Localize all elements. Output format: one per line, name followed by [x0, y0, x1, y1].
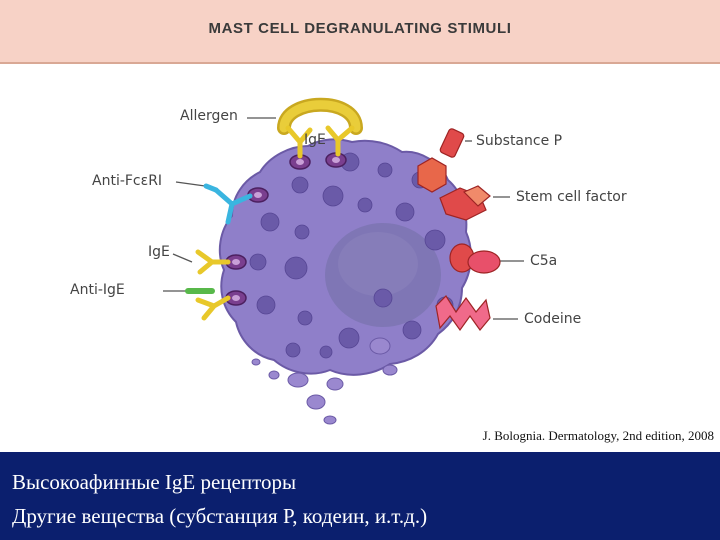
granule	[424, 229, 446, 251]
stem-cell-factor-ligand	[462, 185, 491, 207]
receptor-hole	[254, 192, 262, 198]
ige-antibody-3	[195, 249, 231, 275]
figure-header: MAST CELL DEGRANULATING STIMULI	[0, 0, 720, 64]
footer-caption: Высокоафинные IgE рецепторы Другие вещес…	[0, 452, 720, 540]
allergen-arch-highlight	[279, 100, 361, 133]
codeine-receptor	[435, 295, 491, 332]
granule	[319, 345, 333, 359]
ige-antibody-2	[325, 125, 355, 157]
receptor-hole	[232, 295, 240, 301]
granule	[402, 320, 422, 340]
granule	[249, 253, 267, 271]
granule	[357, 197, 373, 213]
ige-antibody-1	[285, 125, 313, 159]
caption-line-1: Высокоафинные IgE рецепторы	[12, 470, 297, 494]
released-granule	[268, 370, 280, 380]
granule	[284, 256, 308, 280]
granule	[294, 224, 310, 240]
ige-antibody-4	[195, 295, 231, 321]
granule	[260, 212, 280, 232]
receptor-hole	[296, 159, 304, 165]
c5a-molecule	[467, 250, 501, 274]
leader-lines	[163, 117, 524, 320]
granule	[377, 162, 393, 178]
released-granule	[326, 377, 344, 391]
ige-left-leader	[172, 253, 193, 263]
label-substance-p: Substance P	[476, 133, 563, 149]
label-anti-ige: Anti-IgE	[70, 282, 125, 298]
granule	[297, 310, 313, 326]
stem-cell-factor-stimulus	[439, 185, 491, 221]
substance-p-receptor	[417, 157, 447, 193]
diagram-figure: MAST CELL DEGRANULATING STIMULI	[0, 0, 720, 443]
anti-fceri-antibody	[213, 187, 253, 225]
label-ige-top: IgE	[304, 132, 326, 148]
granule	[285, 342, 301, 358]
receptor-hole	[332, 157, 340, 163]
released-granule	[287, 372, 309, 388]
granule	[322, 185, 344, 207]
released-granule	[323, 415, 337, 425]
granule	[291, 176, 309, 194]
anti-fceri-leader	[175, 181, 206, 187]
released-granules	[251, 337, 398, 425]
label-c5a: C5a	[530, 253, 558, 269]
substance-p-molecule	[439, 128, 465, 158]
granule	[338, 327, 360, 349]
receptor-hole	[232, 259, 240, 265]
caption-line-2: Другие вещества (субстанция P, кодеин, и…	[12, 504, 428, 528]
label-allergen: Allergen	[180, 108, 238, 124]
granules	[249, 152, 454, 359]
anti-fceri-arm	[203, 183, 219, 193]
mast-cell-illustration	[163, 97, 524, 425]
granule	[395, 202, 415, 222]
granule	[373, 288, 393, 308]
label-ige-left: IgE	[148, 244, 170, 260]
released-granule	[306, 394, 326, 410]
substance-p-stimulus	[417, 128, 465, 193]
label-codeine: Codeine	[524, 311, 582, 327]
label-stem-cell-factor: Stem cell factor	[516, 189, 627, 205]
c5a-stimulus	[449, 243, 501, 274]
released-granule	[382, 364, 398, 376]
citation: J. Bolognia. Dermatology, 2nd edition, 2…	[482, 428, 714, 443]
released-granule	[369, 337, 391, 355]
granule	[256, 295, 276, 315]
nucleus-highlight	[338, 232, 418, 296]
released-granule	[251, 358, 261, 366]
label-anti-fceri: Anti-FcεRI	[92, 173, 163, 189]
receptor-holes	[232, 157, 340, 301]
figure-title: MAST CELL DEGRANULATING STIMULI	[208, 20, 512, 37]
ige-antibodies	[195, 125, 355, 321]
